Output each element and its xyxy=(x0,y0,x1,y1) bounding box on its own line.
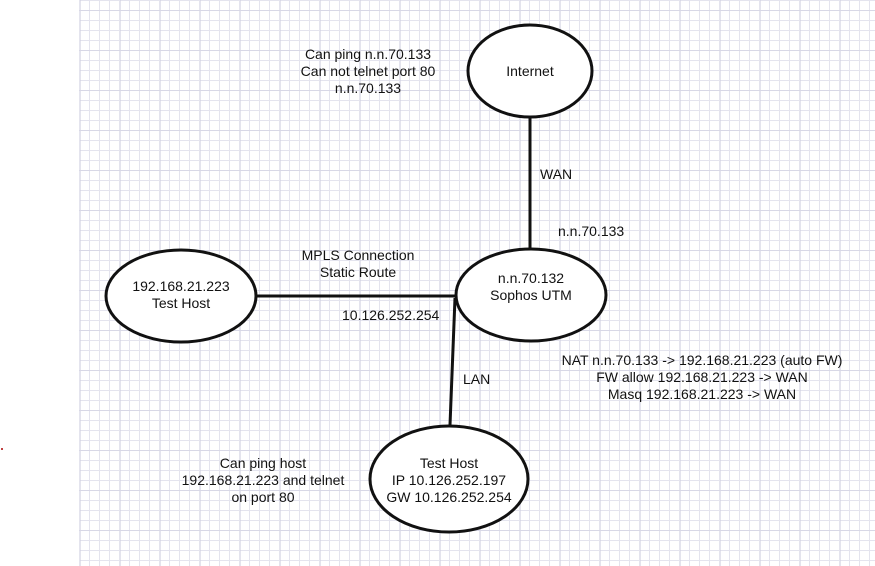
test-host-ip: IP 10.126.252.197 xyxy=(391,472,507,488)
sophos-name: Sophos UTM xyxy=(490,287,572,303)
internet-note: Can ping n.n.70.133 Can not telnet port … xyxy=(278,46,458,97)
left-host-node-label: 192.168.21.223 Test Host xyxy=(111,278,251,312)
nat-rule-line: FW allow 192.168.21.223 -> WAN xyxy=(596,369,808,385)
internet-node[interactable] xyxy=(466,23,594,119)
sophos-utm-node[interactable] xyxy=(454,247,608,343)
internet-node-label: Internet xyxy=(480,63,580,80)
nat-rule-line: Masq 192.168.21.223 -> WAN xyxy=(607,386,797,402)
left-test-host-node[interactable] xyxy=(104,248,258,344)
lan-link xyxy=(448,297,457,426)
sophos-ip: n.n.70.132 xyxy=(497,270,565,286)
internet-note-line: Can not telnet port 80 xyxy=(300,63,436,79)
mpls-line: MPLS Connection xyxy=(301,247,415,263)
internet-note-line: Can ping n.n.70.133 xyxy=(304,46,432,62)
nat-rule-line: NAT n.n.70.133 -> 192.168.21.223 (auto F… xyxy=(561,352,843,368)
test-host-gw: GW 10.126.252.254 xyxy=(386,489,512,505)
test-host-node-label: Test Host IP 10.126.252.197 GW 10.126.25… xyxy=(369,455,529,506)
wan-label: WAN xyxy=(540,166,573,182)
left-host-name: Test Host xyxy=(151,295,211,311)
internet-note-line: n.n.70.133 xyxy=(334,80,402,96)
internet-label-line: Internet xyxy=(506,63,554,79)
stray-dot xyxy=(1,448,3,450)
host-note-line: 192.168.21.223 and telnet xyxy=(181,472,345,488)
test-host-node[interactable] xyxy=(368,424,530,534)
mpls-label: MPLS Connection Static Route xyxy=(288,247,428,281)
left-host-ip: 192.168.21.223 xyxy=(132,278,230,294)
mpls-line: Static Route xyxy=(319,264,397,280)
host-note: Can ping host 192.168.21.223 and telnet … xyxy=(168,455,358,506)
lan-gw-ip-label: 10.126.252.254 xyxy=(342,307,440,323)
host-note-line: Can ping host xyxy=(219,455,307,471)
host-note-line: on port 80 xyxy=(231,489,295,505)
test-host-name: Test Host xyxy=(419,455,479,471)
lan-label: LAN xyxy=(463,371,491,387)
sophos-node-label: n.n.70.132 Sophos UTM xyxy=(461,270,601,304)
wan-ip-label: n.n.70.133 xyxy=(558,223,625,239)
nat-rules-note: NAT n.n.70.133 -> 192.168.21.223 (auto F… xyxy=(536,352,868,403)
